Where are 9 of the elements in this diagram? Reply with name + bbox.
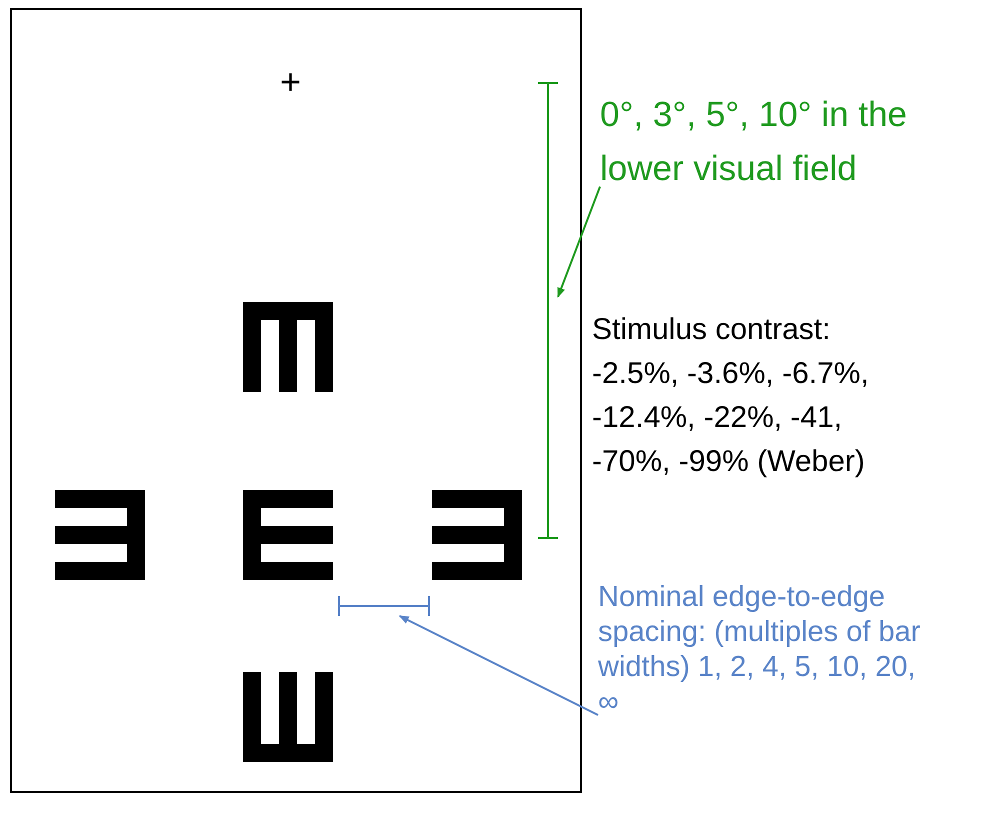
callout-text: Nominal edge-to-edge spacing: (multiples of bar widths) 1, 2, 4, 5, 10, 20, ∞ [598,580,928,830]
spacing-bracket [338,596,430,616]
fixation-cross: + [280,62,302,102]
stimulus-display-frame [10,8,582,793]
leader-arrow [398,615,598,716]
leader-arrow [557,186,601,298]
eccentricity-bracket [538,82,558,539]
callout-text: 0°, 3°, 5°, 10° in the lower visual field [600,88,915,258]
contrast-note: Stimulus contrast: -2.5%, -3.6%, -6.7%, -12.4%, -22%, -41, -70%, -99% (Weber) [592,312,870,480]
